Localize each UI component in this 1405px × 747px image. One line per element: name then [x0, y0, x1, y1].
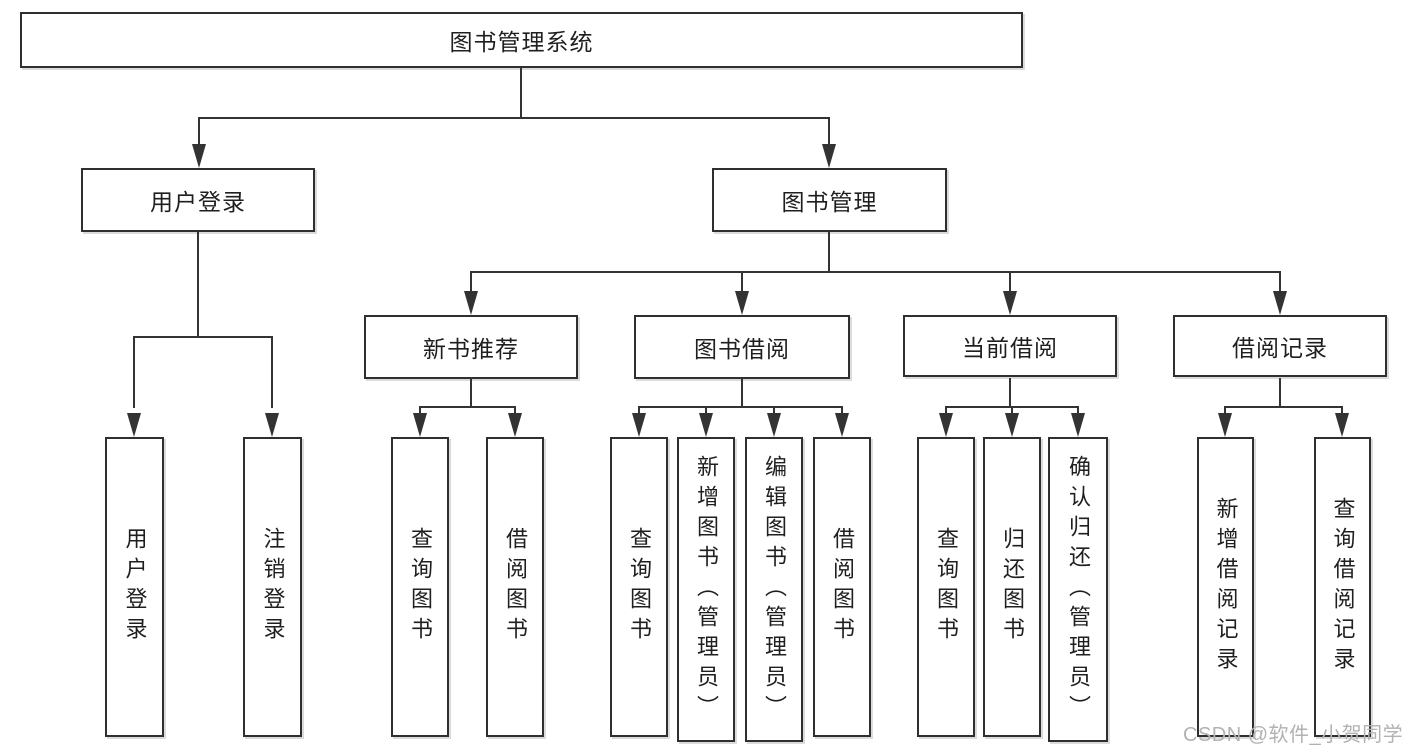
- arrowhead-down-icon: [939, 413, 953, 437]
- node-records-add-record: 新增借阅记录: [1197, 437, 1254, 737]
- node-borrowing-add-books-admin: 新增图书（管理员）: [677, 437, 735, 742]
- node-recommend-query-books-label: 查询图书: [408, 527, 433, 647]
- node-user-login-label: 用户登录: [150, 189, 246, 215]
- connector-vline: [470, 378, 472, 407]
- arrowhead-down-icon: [835, 413, 849, 437]
- connector-vline: [841, 406, 843, 416]
- arrowhead-down-icon: [1071, 413, 1085, 437]
- node-current-query-books: 查询图书: [917, 437, 975, 737]
- connector-vline: [514, 406, 516, 416]
- arrowhead-down-icon: [1218, 413, 1232, 437]
- node-records-query-record: 查询借阅记录: [1314, 437, 1371, 737]
- node-current-borrowing-label: 当前借阅: [962, 335, 1058, 361]
- arrowhead-down-icon: [1335, 413, 1349, 437]
- arrowhead-down-icon: [1005, 413, 1019, 437]
- connector-vline: [1011, 406, 1013, 416]
- node-recommend-borrow-books: 借阅图书: [486, 437, 544, 737]
- node-current-return-books: 归还图书: [983, 437, 1041, 737]
- node-current-query-books-label: 查询图书: [934, 527, 959, 647]
- node-current-return-books-label: 归还图书: [1000, 527, 1025, 647]
- connector-vline: [828, 117, 830, 149]
- connector-vline: [1077, 406, 1079, 416]
- node-borrowing-borrow-books-label: 借阅图书: [830, 527, 855, 647]
- node-recommend-query-books: 查询图书: [391, 437, 449, 737]
- connector-vline: [1009, 378, 1011, 407]
- connector-vline: [773, 406, 775, 416]
- node-book-management-label: 图书管理: [781, 189, 878, 215]
- node-borrowing-add-books-admin-label: 新增图书（管理员）: [694, 454, 719, 725]
- connector-vline: [828, 231, 830, 272]
- node-logout-leaf-label: 注销登录: [260, 527, 286, 647]
- watermark: CSDN @软件_小贺同学: [1183, 724, 1404, 746]
- node-current-confirm-return-admin: 确认归还（管理员）: [1048, 437, 1108, 742]
- connector-vline: [271, 336, 273, 408]
- connector-hline: [133, 336, 273, 338]
- node-logout-leaf: 注销登录: [243, 437, 302, 737]
- arrowhead-down-icon: [822, 144, 836, 168]
- connector-hline: [1224, 406, 1343, 408]
- node-borrowing-edit-books-admin: 编辑图书（管理员）: [745, 437, 803, 742]
- connector-vline: [520, 68, 522, 119]
- node-current-confirm-return-admin-label: 确认归还（管理员）: [1066, 454, 1091, 725]
- node-borrowing-query-books-label: 查询图书: [627, 527, 652, 647]
- connector-vline: [133, 336, 135, 408]
- arrowhead-down-icon: [464, 291, 478, 315]
- arrowhead-down-icon: [699, 413, 713, 437]
- connector-vline: [470, 271, 472, 295]
- node-system-root-label: 图书管理系统: [449, 29, 594, 55]
- arrowhead-down-icon: [265, 413, 279, 437]
- arrowhead-down-icon: [767, 413, 781, 437]
- node-user-login-leaf-label: 用户登录: [122, 527, 148, 647]
- connector-hline: [638, 406, 843, 408]
- connector-vline: [419, 406, 421, 416]
- arrowhead-down-icon: [632, 413, 646, 437]
- node-borrowing-records-label: 借阅记录: [1232, 335, 1328, 361]
- connector-vline: [741, 271, 743, 295]
- connector-vline: [638, 406, 640, 416]
- node-borrowing-records: 借阅记录: [1173, 315, 1387, 377]
- connector-vline: [945, 406, 947, 416]
- arrowhead-down-icon: [508, 413, 522, 437]
- node-book-management: 图书管理: [712, 168, 947, 232]
- connector-vline: [705, 406, 707, 416]
- arrowhead-down-icon: [413, 413, 427, 437]
- node-records-query-record-label: 查询借阅记录: [1330, 497, 1356, 677]
- node-user-login-leaf: 用户登录: [105, 437, 164, 737]
- node-user-login: 用户登录: [81, 168, 315, 232]
- connector-vline: [1224, 406, 1226, 416]
- connector-vline: [197, 231, 199, 337]
- connector-vline: [741, 378, 743, 407]
- connector-vline: [1279, 378, 1281, 407]
- node-recommend-borrow-books-label: 借阅图书: [503, 527, 528, 647]
- connector-hline: [419, 406, 516, 408]
- arrowhead-down-icon: [127, 413, 141, 437]
- node-records-add-record-label: 新增借阅记录: [1213, 497, 1239, 677]
- arrowhead-down-icon: [735, 291, 749, 315]
- node-borrowing-query-books: 查询图书: [610, 437, 668, 737]
- connector-vline: [1341, 406, 1343, 416]
- arrowhead-down-icon: [192, 144, 206, 168]
- node-new-book-recommend: 新书推荐: [364, 315, 578, 379]
- node-book-borrowing-label: 图书借阅: [694, 336, 790, 362]
- connector-hline: [470, 271, 1281, 273]
- arrowhead-down-icon: [1273, 291, 1287, 315]
- node-borrowing-edit-books-admin-label: 编辑图书（管理员）: [762, 454, 787, 725]
- connector-vline: [1009, 271, 1011, 295]
- node-system-root: 图书管理系统: [20, 12, 1023, 68]
- node-current-borrowing: 当前借阅: [903, 315, 1117, 377]
- node-book-borrowing: 图书借阅: [634, 315, 850, 379]
- node-new-book-recommend-label: 新书推荐: [423, 336, 519, 362]
- arrowhead-down-icon: [1003, 291, 1017, 315]
- connector-vline: [198, 117, 200, 149]
- connector-hline: [198, 117, 830, 119]
- node-borrowing-borrow-books: 借阅图书: [813, 437, 871, 737]
- connector-vline: [1279, 271, 1281, 295]
